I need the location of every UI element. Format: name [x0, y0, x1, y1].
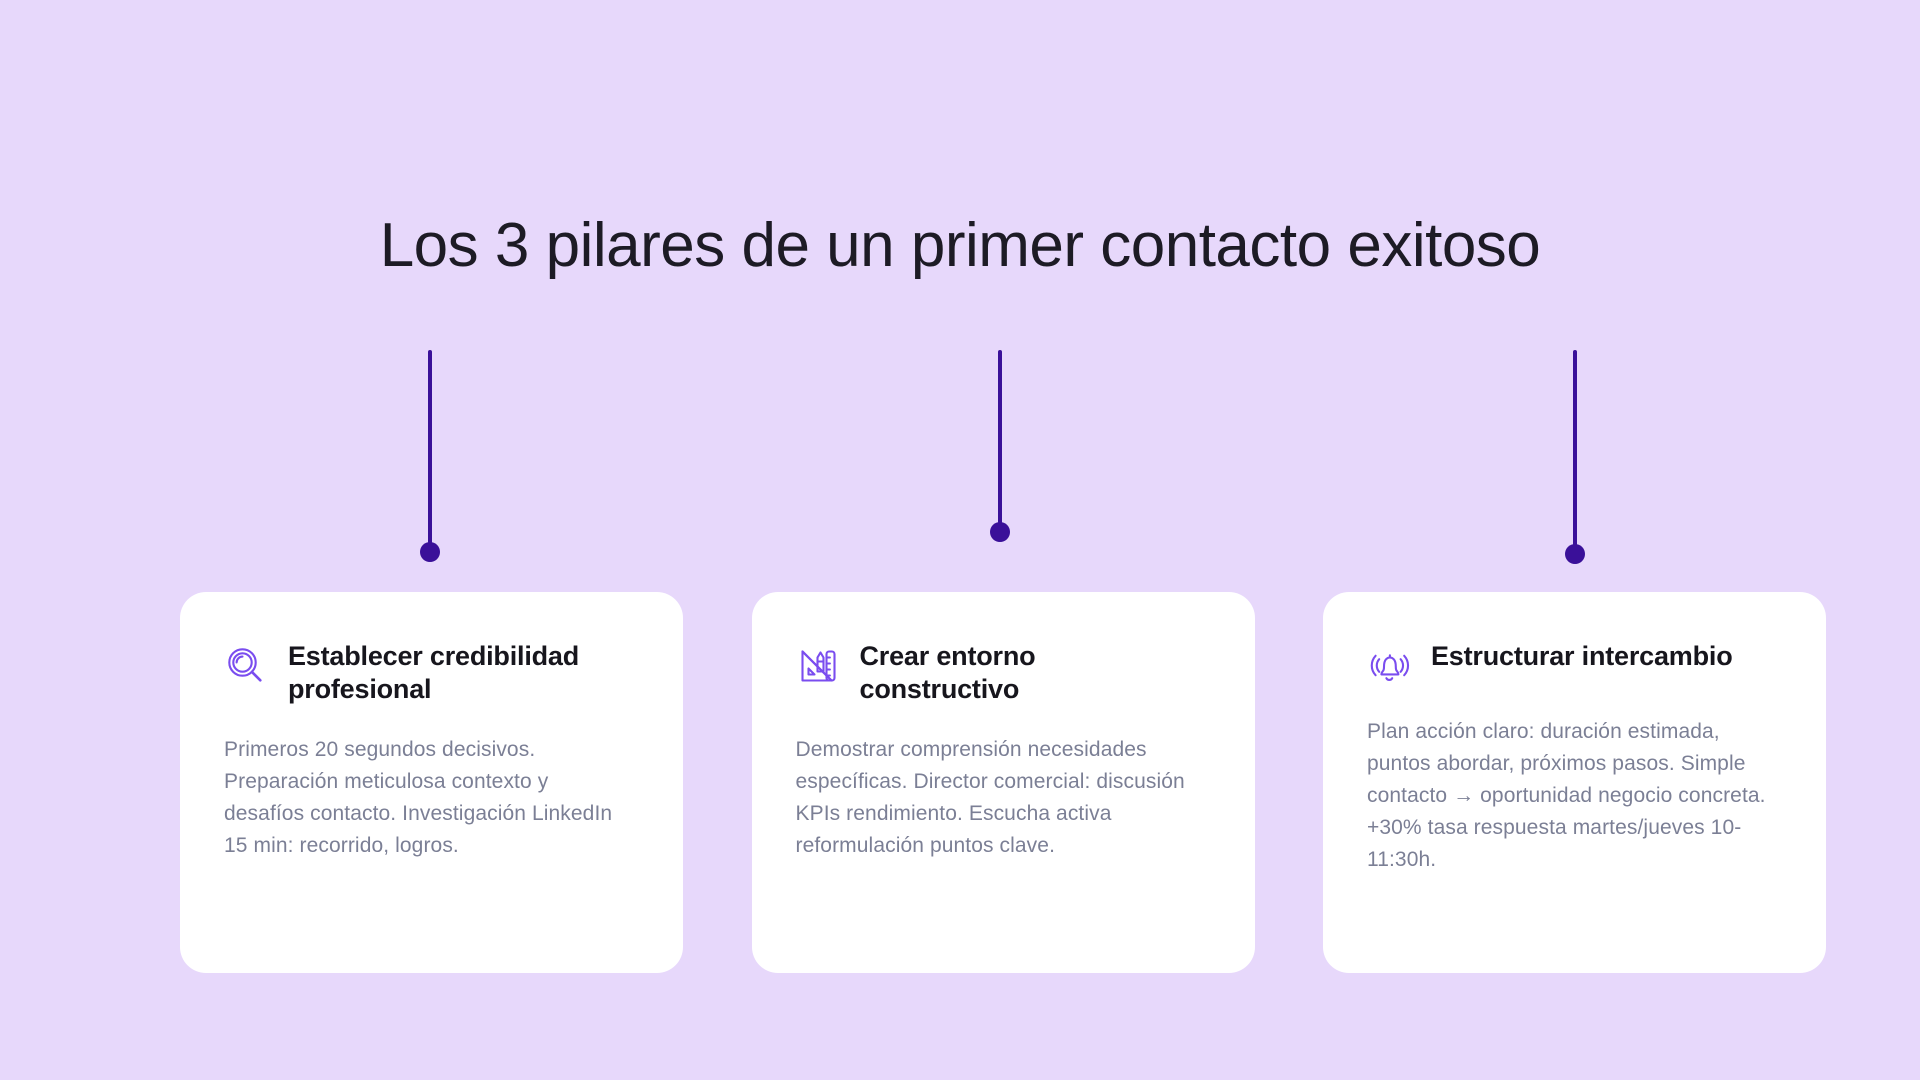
- card-crear-entorno[interactable]: Crear entorno constructivo Demostrar com…: [751, 592, 1255, 973]
- connector-1: [420, 350, 440, 562]
- connector-line: [1573, 350, 1577, 546]
- card-title: Estructurar intercambio: [1431, 641, 1733, 671]
- connector-dot: [990, 522, 1010, 542]
- drafting-tools-icon: [796, 644, 840, 688]
- page-title: Los 3 pilares de un primer contacto exit…: [379, 211, 1541, 280]
- card-body-text: Plan acción claro: duración estimada, pu…: [1367, 720, 1766, 871]
- card-body-text: Demostrar comprensión necesidades especí…: [795, 737, 1185, 857]
- card-header: Crear entorno constructivo: [796, 640, 1211, 706]
- connector-line: [998, 350, 1002, 524]
- card-header: Estructurar intercambio: [1367, 640, 1782, 688]
- cards-row: Establecer credibilidad profesional Prim…: [180, 592, 1826, 973]
- connector-dot: [1565, 544, 1585, 564]
- magnifier-icon: [224, 644, 268, 688]
- connector-dot: [420, 542, 440, 562]
- card-establecer-credibilidad[interactable]: Establecer credibilidad profesional Prim…: [180, 592, 683, 973]
- card-header: Establecer credibilidad profesional: [224, 640, 639, 706]
- connector-line: [428, 350, 432, 544]
- card-title: Establecer credibilidad profesional: [288, 641, 580, 704]
- card-body-text: Primeros 20 segundos decisivos. Preparac…: [224, 737, 613, 857]
- ringing-bell-icon: [1367, 644, 1411, 688]
- connector-2: [990, 350, 1010, 542]
- card-estructurar-intercambio[interactable]: Estructurar intercambio Plan acción clar…: [1323, 592, 1826, 973]
- connector-3: [1565, 350, 1585, 564]
- card-title: Crear entorno constructivo: [859, 641, 1036, 704]
